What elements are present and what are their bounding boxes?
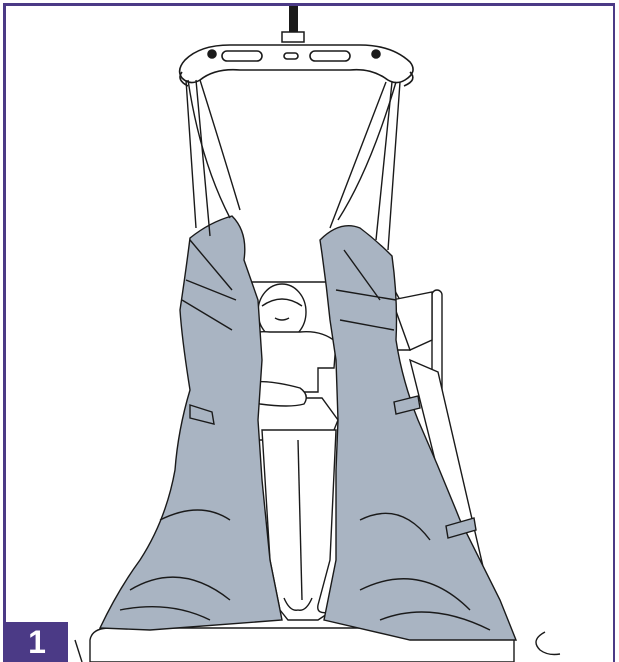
step-number-badge: 1 bbox=[6, 622, 68, 662]
